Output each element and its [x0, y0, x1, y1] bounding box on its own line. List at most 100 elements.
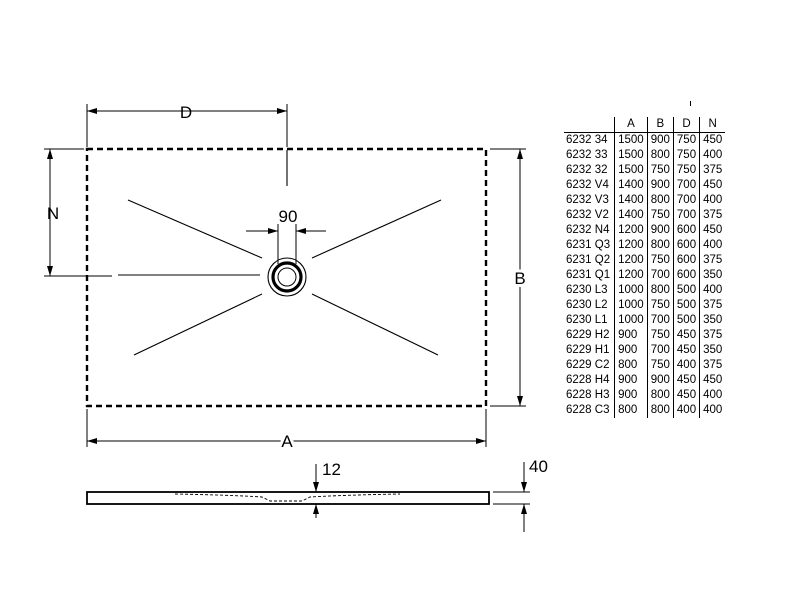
table-cell-a: 1200 — [614, 268, 648, 283]
table-cell-n: 375 — [699, 163, 726, 178]
table-cell-b: 800 — [646, 148, 674, 163]
table-cell-a: 1200 — [614, 253, 648, 268]
b-dimension: B — [490, 148, 529, 407]
table-cell-n: 350 — [699, 313, 726, 328]
table-cell-n: 375 — [699, 298, 726, 313]
thickness-dimension: 40 — [493, 457, 548, 532]
table-cell-b: 750 — [646, 253, 674, 268]
table-cell-b: 900 — [646, 132, 674, 148]
slope-dimension: 12 — [313, 460, 341, 518]
table-cell-n: 400 — [699, 238, 726, 253]
table-cell-d: 700 — [672, 208, 700, 223]
table-cell-n: 400 — [699, 283, 726, 298]
drain-diameter-dimension: 90 — [246, 207, 326, 264]
d-label: D — [180, 103, 192, 122]
table-cell-code: 6232 V3 — [566, 194, 609, 206]
table-cell-b: 800 — [646, 283, 674, 298]
table-cell-code: 6231 Q3 — [566, 239, 611, 251]
table-cell-d: 600 — [672, 253, 700, 268]
table-cell-code: 6232 33 — [566, 149, 608, 161]
table-cell-b: 900 — [646, 373, 674, 388]
table-header-a: A — [614, 117, 648, 133]
table-header-code — [564, 117, 615, 133]
table-cell-code: 6230 L2 — [566, 299, 608, 311]
table-cell-n: 400 — [699, 403, 726, 418]
table-cell-d: 450 — [672, 343, 700, 358]
table-cell-code: 6230 L3 — [566, 284, 608, 296]
table-cell-d: 400 — [672, 403, 700, 418]
table-cell-d: 500 — [672, 313, 700, 328]
table-cell-a: 1400 — [614, 208, 648, 223]
table-cell-d: 750 — [672, 148, 700, 163]
table-cell-code: 6231 Q1 — [566, 269, 611, 281]
table-cell-a: 1500 — [614, 163, 648, 178]
table-cell-b: 750 — [646, 328, 674, 343]
table-cell-n: 400 — [699, 388, 726, 403]
table-cell-b: 750 — [646, 358, 674, 373]
table-cell-code: 6232 N4 — [566, 224, 610, 236]
table-cell-b: 700 — [646, 343, 674, 358]
table-header-d: D — [672, 117, 700, 133]
table-cell-d: 600 — [672, 223, 700, 238]
table-cell-n: 450 — [699, 132, 726, 148]
table-cell-code: 6232 V2 — [566, 209, 609, 221]
table-cell-d: 700 — [672, 193, 700, 208]
table-cell-a: 1200 — [614, 223, 648, 238]
table-cell-n: 375 — [699, 208, 726, 223]
table-cell-code: 6229 H2 — [566, 329, 610, 341]
table-cell-d: 450 — [672, 388, 700, 403]
drain-diameter-label: 90 — [279, 207, 298, 226]
table-cell-a: 1500 — [614, 132, 648, 148]
table-cell-b: 800 — [646, 388, 674, 403]
table-header-row: A B D N — [564, 117, 726, 133]
drain-icon — [267, 257, 307, 297]
table-cell-code: 6230 L1 — [566, 314, 608, 326]
table-cell-d: 500 — [672, 283, 700, 298]
b-label: B — [514, 269, 525, 288]
table-cell-n: 450 — [699, 373, 726, 388]
a-label: A — [281, 432, 293, 451]
table-cell-b: 800 — [646, 403, 674, 418]
table-cell-code: 6231 Q2 — [566, 254, 611, 266]
table-cell-code: 6228 H3 — [566, 389, 610, 401]
table-marker — [690, 101, 691, 106]
table-cell-b: 750 — [646, 163, 674, 178]
tray-outline — [85, 147, 488, 408]
table-cell-n: 375 — [699, 253, 726, 268]
table-cell-b: 800 — [646, 193, 674, 208]
table-cell-a: 800 — [614, 358, 648, 373]
table-cell-code: 6229 H1 — [566, 344, 610, 356]
table-cell-d: 400 — [672, 358, 700, 373]
table-cell-b: 750 — [646, 298, 674, 313]
table-cell-a: 1400 — [614, 193, 648, 208]
table-cell-a: 900 — [614, 373, 648, 388]
slope-lines — [118, 150, 442, 356]
table-cell-d: 700 — [672, 178, 700, 193]
table-cell-code: 6229 C2 — [566, 359, 610, 371]
table-cell-n: 375 — [699, 328, 726, 343]
table-cell-a: 1200 — [614, 238, 648, 253]
table-cell-a: 1500 — [614, 148, 648, 163]
thickness-value-label: 40 — [529, 457, 548, 476]
table-cell-n: 375 — [699, 358, 726, 373]
table-cell-code: 6228 H4 — [566, 374, 610, 386]
table-cell-b: 750 — [646, 208, 674, 223]
table-cell-d: 750 — [672, 163, 700, 178]
table-cell-b: 700 — [646, 313, 674, 328]
table-cell-a: 1000 — [614, 283, 648, 298]
table-cell-d: 500 — [672, 298, 700, 313]
